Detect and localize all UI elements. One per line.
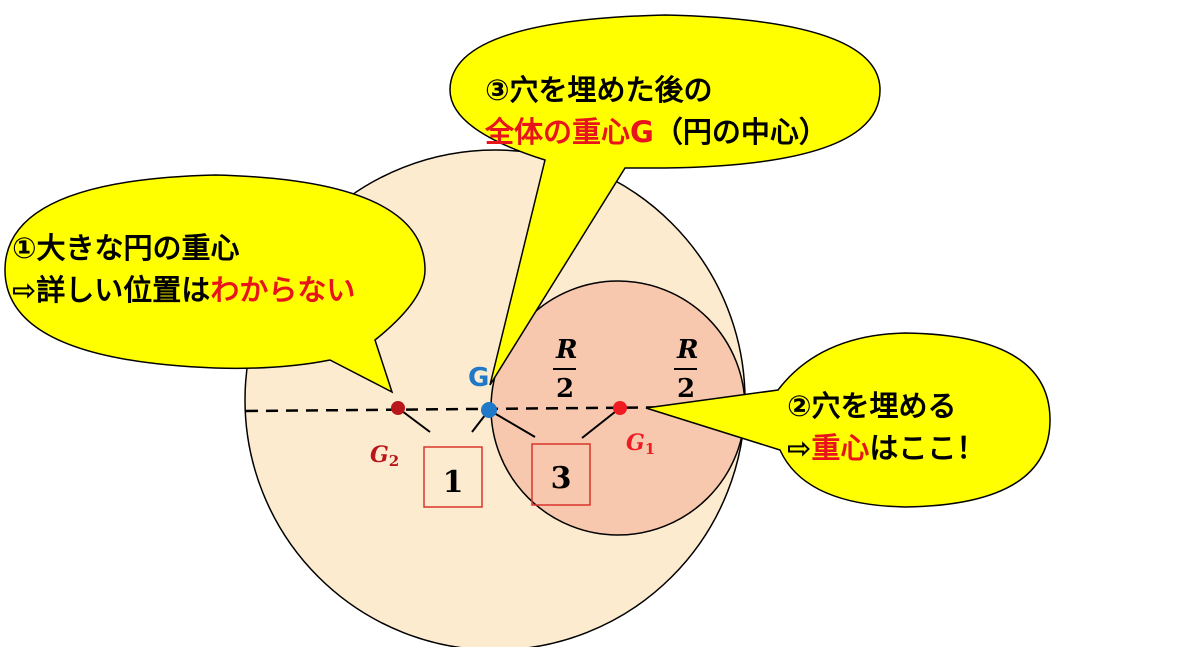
callout-1-line2: ⇨詳しい位置はわからない bbox=[12, 273, 355, 307]
g-point bbox=[481, 402, 497, 418]
leader-line bbox=[488, 409, 536, 438]
g-label: G bbox=[468, 363, 489, 393]
callout-2-line1: ②穴を埋める bbox=[787, 389, 957, 423]
ratio-value-1: 1 bbox=[443, 465, 464, 500]
g1-point bbox=[613, 401, 627, 415]
callout-1-line1: ①大きな円の重心 bbox=[12, 231, 240, 265]
callout-bubble-2 bbox=[645, 332, 1051, 508]
fraction-right-numerator: R bbox=[676, 335, 699, 365]
callout-3-line1: ③穴を埋めた後の bbox=[485, 73, 713, 107]
fraction-right-denominator: 2 bbox=[677, 374, 695, 404]
fraction-left-denominator: 2 bbox=[556, 374, 574, 404]
callout-bubble-1 bbox=[4, 174, 426, 394]
dashed-axis bbox=[245, 405, 701, 413]
leader-line bbox=[581, 407, 621, 439]
g2-point bbox=[391, 401, 405, 415]
g1-label: G1 bbox=[626, 430, 655, 458]
callout-2-line2: ⇨重心はここ！ bbox=[787, 431, 985, 465]
ratio-box-3 bbox=[531, 443, 591, 506]
callout-3-line2: 全体の重心G（円の中心） bbox=[484, 115, 828, 149]
ratio-box-1 bbox=[423, 446, 483, 508]
ratio-value-3: 3 bbox=[551, 461, 572, 496]
g2-label: G2 bbox=[370, 442, 399, 470]
fraction-left-numerator: R bbox=[555, 335, 578, 365]
callout-bubble-3 bbox=[449, 14, 881, 386]
